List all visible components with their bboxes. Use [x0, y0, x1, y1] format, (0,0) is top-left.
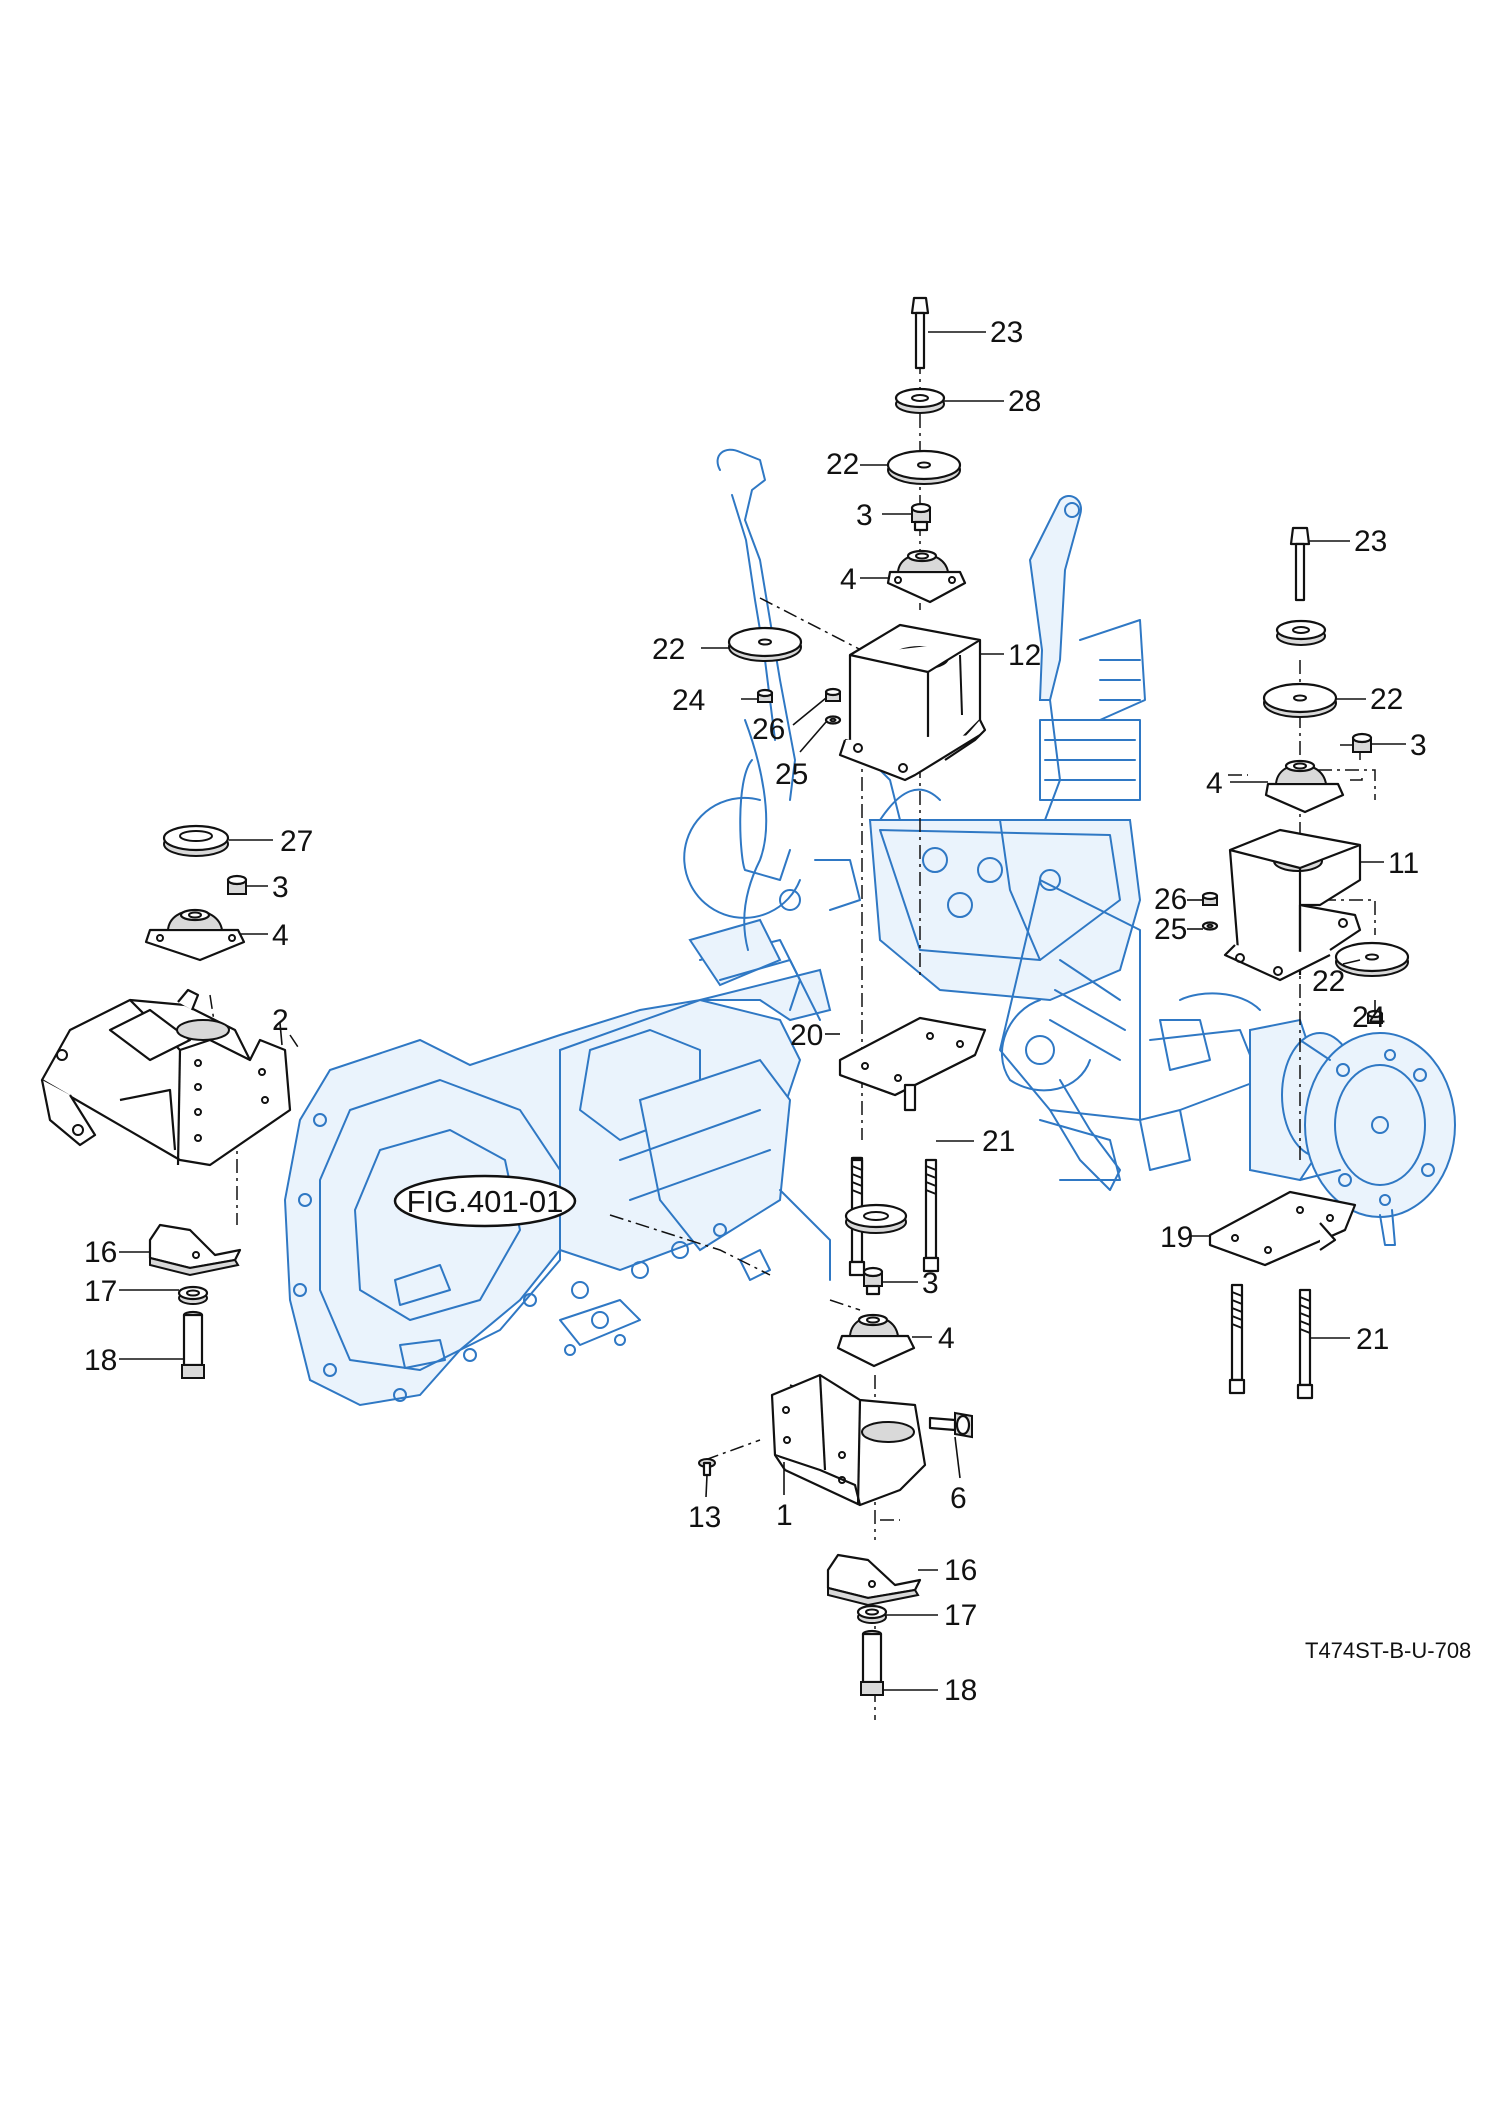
callout-22-right-top: 22	[1370, 683, 1403, 716]
callout-3-left: 3	[272, 871, 289, 904]
figure-reference-label: FIG.401-01	[407, 1184, 564, 1219]
bolt-18-left	[181, 1310, 205, 1379]
callout-25-mid: 25	[775, 758, 808, 791]
stopper-16-bottom	[826, 1553, 922, 1607]
callout-26-mid: 26	[752, 713, 785, 746]
callout-25-right: 25	[1154, 913, 1187, 946]
callout-3-right: 3	[1410, 729, 1427, 762]
callout-13: 13	[688, 1501, 721, 1534]
nut-3-right	[1351, 732, 1373, 753]
bolt-23-top	[910, 296, 930, 370]
callout-3-top: 3	[856, 499, 873, 532]
nut-26-right	[1201, 891, 1219, 906]
bolt-18-bottom	[860, 1629, 884, 1696]
rubber-mount-4-right	[1264, 759, 1345, 814]
callout-19: 19	[1160, 1221, 1193, 1254]
callout-4-bottom: 4	[938, 1322, 955, 1355]
figure-reference[interactable]: FIG.401-01	[393, 1174, 577, 1228]
plate-20	[838, 1016, 987, 1112]
rubber-mount-4-top	[886, 549, 967, 604]
nut-3-top	[910, 502, 932, 532]
washer-17-bottom	[856, 1604, 888, 1624]
callout-4-right: 4	[1206, 767, 1223, 800]
callout-4-top: 4	[840, 563, 857, 596]
nut-26-mid	[824, 687, 842, 702]
callout-16-bottom: 16	[944, 1554, 977, 1587]
callout-24-right: 24	[1352, 1001, 1385, 1034]
callout-12: 12	[1008, 639, 1041, 672]
cap-washer-27-mid	[844, 1203, 908, 1234]
callout-3-bottom: 3	[922, 1267, 939, 1300]
leader-lines	[119, 331, 1406, 1691]
bolt-13	[698, 1458, 716, 1477]
callout-16-left: 16	[84, 1236, 117, 1269]
cap-washer-28	[894, 387, 946, 414]
stopper-16-left	[148, 1223, 242, 1277]
long-bolts-21-right	[1228, 1283, 1314, 1400]
nut-24-mid	[756, 688, 774, 703]
callout-27: 27	[280, 825, 313, 858]
transmission-housing-background	[283, 918, 832, 1407]
bracket-11	[1223, 828, 1362, 982]
callout-numbers: 23 28 22 3 4 22 12 24 26 25 23 22 3 4 11…	[84, 316, 1427, 1707]
callout-28: 28	[1008, 385, 1041, 418]
nut-24-right	[1366, 1009, 1384, 1024]
callout-26-right: 26	[1154, 883, 1187, 916]
washer-25-right	[1201, 921, 1219, 931]
callout-24-mid: 24	[672, 684, 705, 717]
bolt-23-right	[1289, 526, 1311, 602]
callout-23-top: 23	[990, 316, 1023, 349]
callout-4-left: 4	[272, 919, 289, 952]
washer-22-mid	[727, 626, 803, 662]
callout-21-right: 21	[1356, 1323, 1389, 1356]
washer-22-right-low	[1334, 941, 1410, 977]
rubber-mount-4-left	[144, 908, 246, 962]
cap-washer-27-right	[1275, 619, 1327, 646]
drawing-code: T474ST-B-U-708	[1305, 1638, 1471, 1663]
washer-25-mid	[824, 715, 842, 725]
nut-3-left	[226, 874, 248, 895]
callout-22-right-low: 22	[1312, 965, 1345, 998]
callout-21-mid: 21	[982, 1125, 1015, 1158]
engine-block-background	[683, 448, 1261, 1191]
washer-22-top	[886, 449, 962, 485]
callout-20: 20	[790, 1019, 823, 1052]
callout-22-top: 22	[826, 448, 859, 481]
nut-3-bottom	[862, 1266, 884, 1296]
callout-17-left: 17	[84, 1275, 117, 1308]
washer-17-left	[177, 1285, 209, 1305]
callout-18-left: 18	[84, 1344, 117, 1377]
bracket-2	[40, 988, 292, 1167]
callout-22-mid: 22	[652, 633, 685, 666]
callout-23-right: 23	[1354, 525, 1387, 558]
output-flange-background	[1249, 1018, 1456, 1246]
plate-19	[1208, 1190, 1357, 1267]
bolt-6	[928, 1411, 973, 1439]
bracket-12	[838, 623, 987, 782]
callout-18-bottom: 18	[944, 1674, 977, 1707]
callout-6: 6	[950, 1482, 967, 1515]
rubber-mount-4-bottom	[836, 1313, 916, 1368]
bracket-1	[770, 1373, 927, 1507]
callout-2: 2	[272, 1004, 289, 1037]
callout-1: 1	[776, 1499, 793, 1532]
callout-17-bottom: 17	[944, 1599, 977, 1632]
callout-11: 11	[1388, 847, 1419, 880]
washer-22-right-top	[1262, 682, 1338, 718]
cap-washer-27-left	[162, 824, 230, 857]
